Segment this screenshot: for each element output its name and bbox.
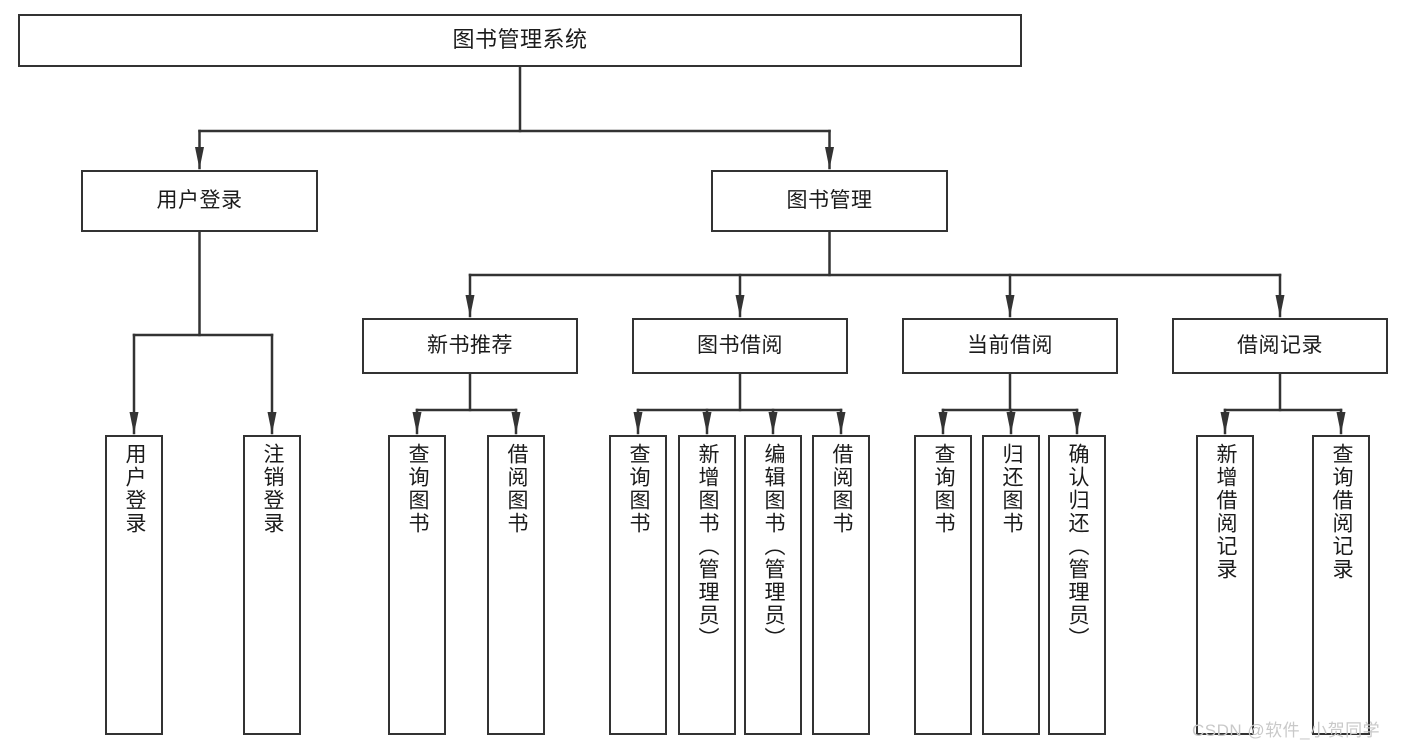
arrow-head-icon (735, 295, 745, 317)
node-level2-2-label: 当前借阅 (967, 334, 1053, 358)
arrow-head-icon (836, 412, 846, 434)
arrow-head-icon (412, 412, 422, 434)
node-leaf-9-label: 归还图书 (1000, 443, 1024, 535)
node-leaf-7-label: 借阅图书 (830, 443, 854, 535)
node-level2-0-label: 新书推荐 (427, 334, 513, 358)
node-leaf-1-label: 注销登录 (261, 443, 285, 535)
node-leaf-5-label: 新增图书（管理员） (696, 443, 720, 650)
arrow-head-icon (267, 412, 277, 434)
arrow-head-icon (768, 412, 778, 434)
arrow-head-icon (129, 412, 139, 434)
node-leaf-0[interactable]: 用户登录 (105, 435, 163, 735)
arrow-head-icon (825, 147, 834, 169)
node-leaf-11-label: 新增借阅记录 (1214, 443, 1238, 581)
node-leaf-0-label: 用户登录 (123, 443, 147, 535)
node-root[interactable]: 图书管理系统 (18, 14, 1022, 67)
arrow-head-icon (1005, 295, 1015, 317)
node-leaf-4-label: 查询图书 (627, 443, 651, 535)
node-leaf-1[interactable]: 注销登录 (243, 435, 301, 735)
node-level1-0[interactable]: 用户登录 (81, 170, 318, 232)
node-level2-0[interactable]: 新书推荐 (362, 318, 578, 374)
node-leaf-3-label: 借阅图书 (505, 443, 529, 535)
node-leaf-9[interactable]: 归还图书 (982, 435, 1040, 735)
node-leaf-6[interactable]: 编辑图书（管理员） (744, 435, 802, 735)
node-leaf-2-label: 查询图书 (406, 443, 430, 535)
node-leaf-7[interactable]: 借阅图书 (812, 435, 870, 735)
arrow-head-icon (511, 412, 521, 434)
arrow-head-icon (702, 412, 712, 434)
node-leaf-3[interactable]: 借阅图书 (487, 435, 545, 735)
node-level2-1-label: 图书借阅 (697, 334, 783, 358)
node-leaf-8[interactable]: 查询图书 (914, 435, 972, 735)
node-level1-1-label: 图书管理 (786, 189, 873, 213)
arrow-head-icon (938, 412, 948, 434)
arrow-head-icon (1336, 412, 1346, 434)
node-level2-3-label: 借阅记录 (1237, 334, 1323, 358)
arrow-head-icon (1072, 412, 1082, 434)
arrow-head-icon (1006, 412, 1016, 434)
node-leaf-4[interactable]: 查询图书 (609, 435, 667, 735)
arrow-head-icon (195, 147, 204, 169)
node-level2-2[interactable]: 当前借阅 (902, 318, 1118, 374)
arrow-head-icon (1275, 295, 1285, 317)
node-leaf-12-label: 查询借阅记录 (1330, 443, 1354, 581)
node-leaf-11[interactable]: 新增借阅记录 (1196, 435, 1254, 735)
arrow-head-icon (465, 295, 475, 317)
node-level1-0-label: 用户登录 (156, 189, 243, 213)
node-leaf-12[interactable]: 查询借阅记录 (1312, 435, 1370, 735)
node-level1-1[interactable]: 图书管理 (711, 170, 948, 232)
node-leaf-2[interactable]: 查询图书 (388, 435, 446, 735)
node-leaf-10[interactable]: 确认归还（管理员） (1048, 435, 1106, 735)
arrow-head-icon (633, 412, 643, 434)
node-level2-1[interactable]: 图书借阅 (632, 318, 848, 374)
node-leaf-6-label: 编辑图书（管理员） (762, 443, 786, 650)
node-level2-3[interactable]: 借阅记录 (1172, 318, 1388, 374)
node-leaf-8-label: 查询图书 (932, 443, 956, 535)
node-root-label: 图书管理系统 (452, 27, 588, 53)
arrow-head-icon (1220, 412, 1230, 434)
node-leaf-10-label: 确认归还（管理员） (1066, 443, 1090, 650)
node-leaf-5[interactable]: 新增图书（管理员） (678, 435, 736, 735)
watermark: CSDN @软件_小贺同学 (1192, 721, 1381, 740)
